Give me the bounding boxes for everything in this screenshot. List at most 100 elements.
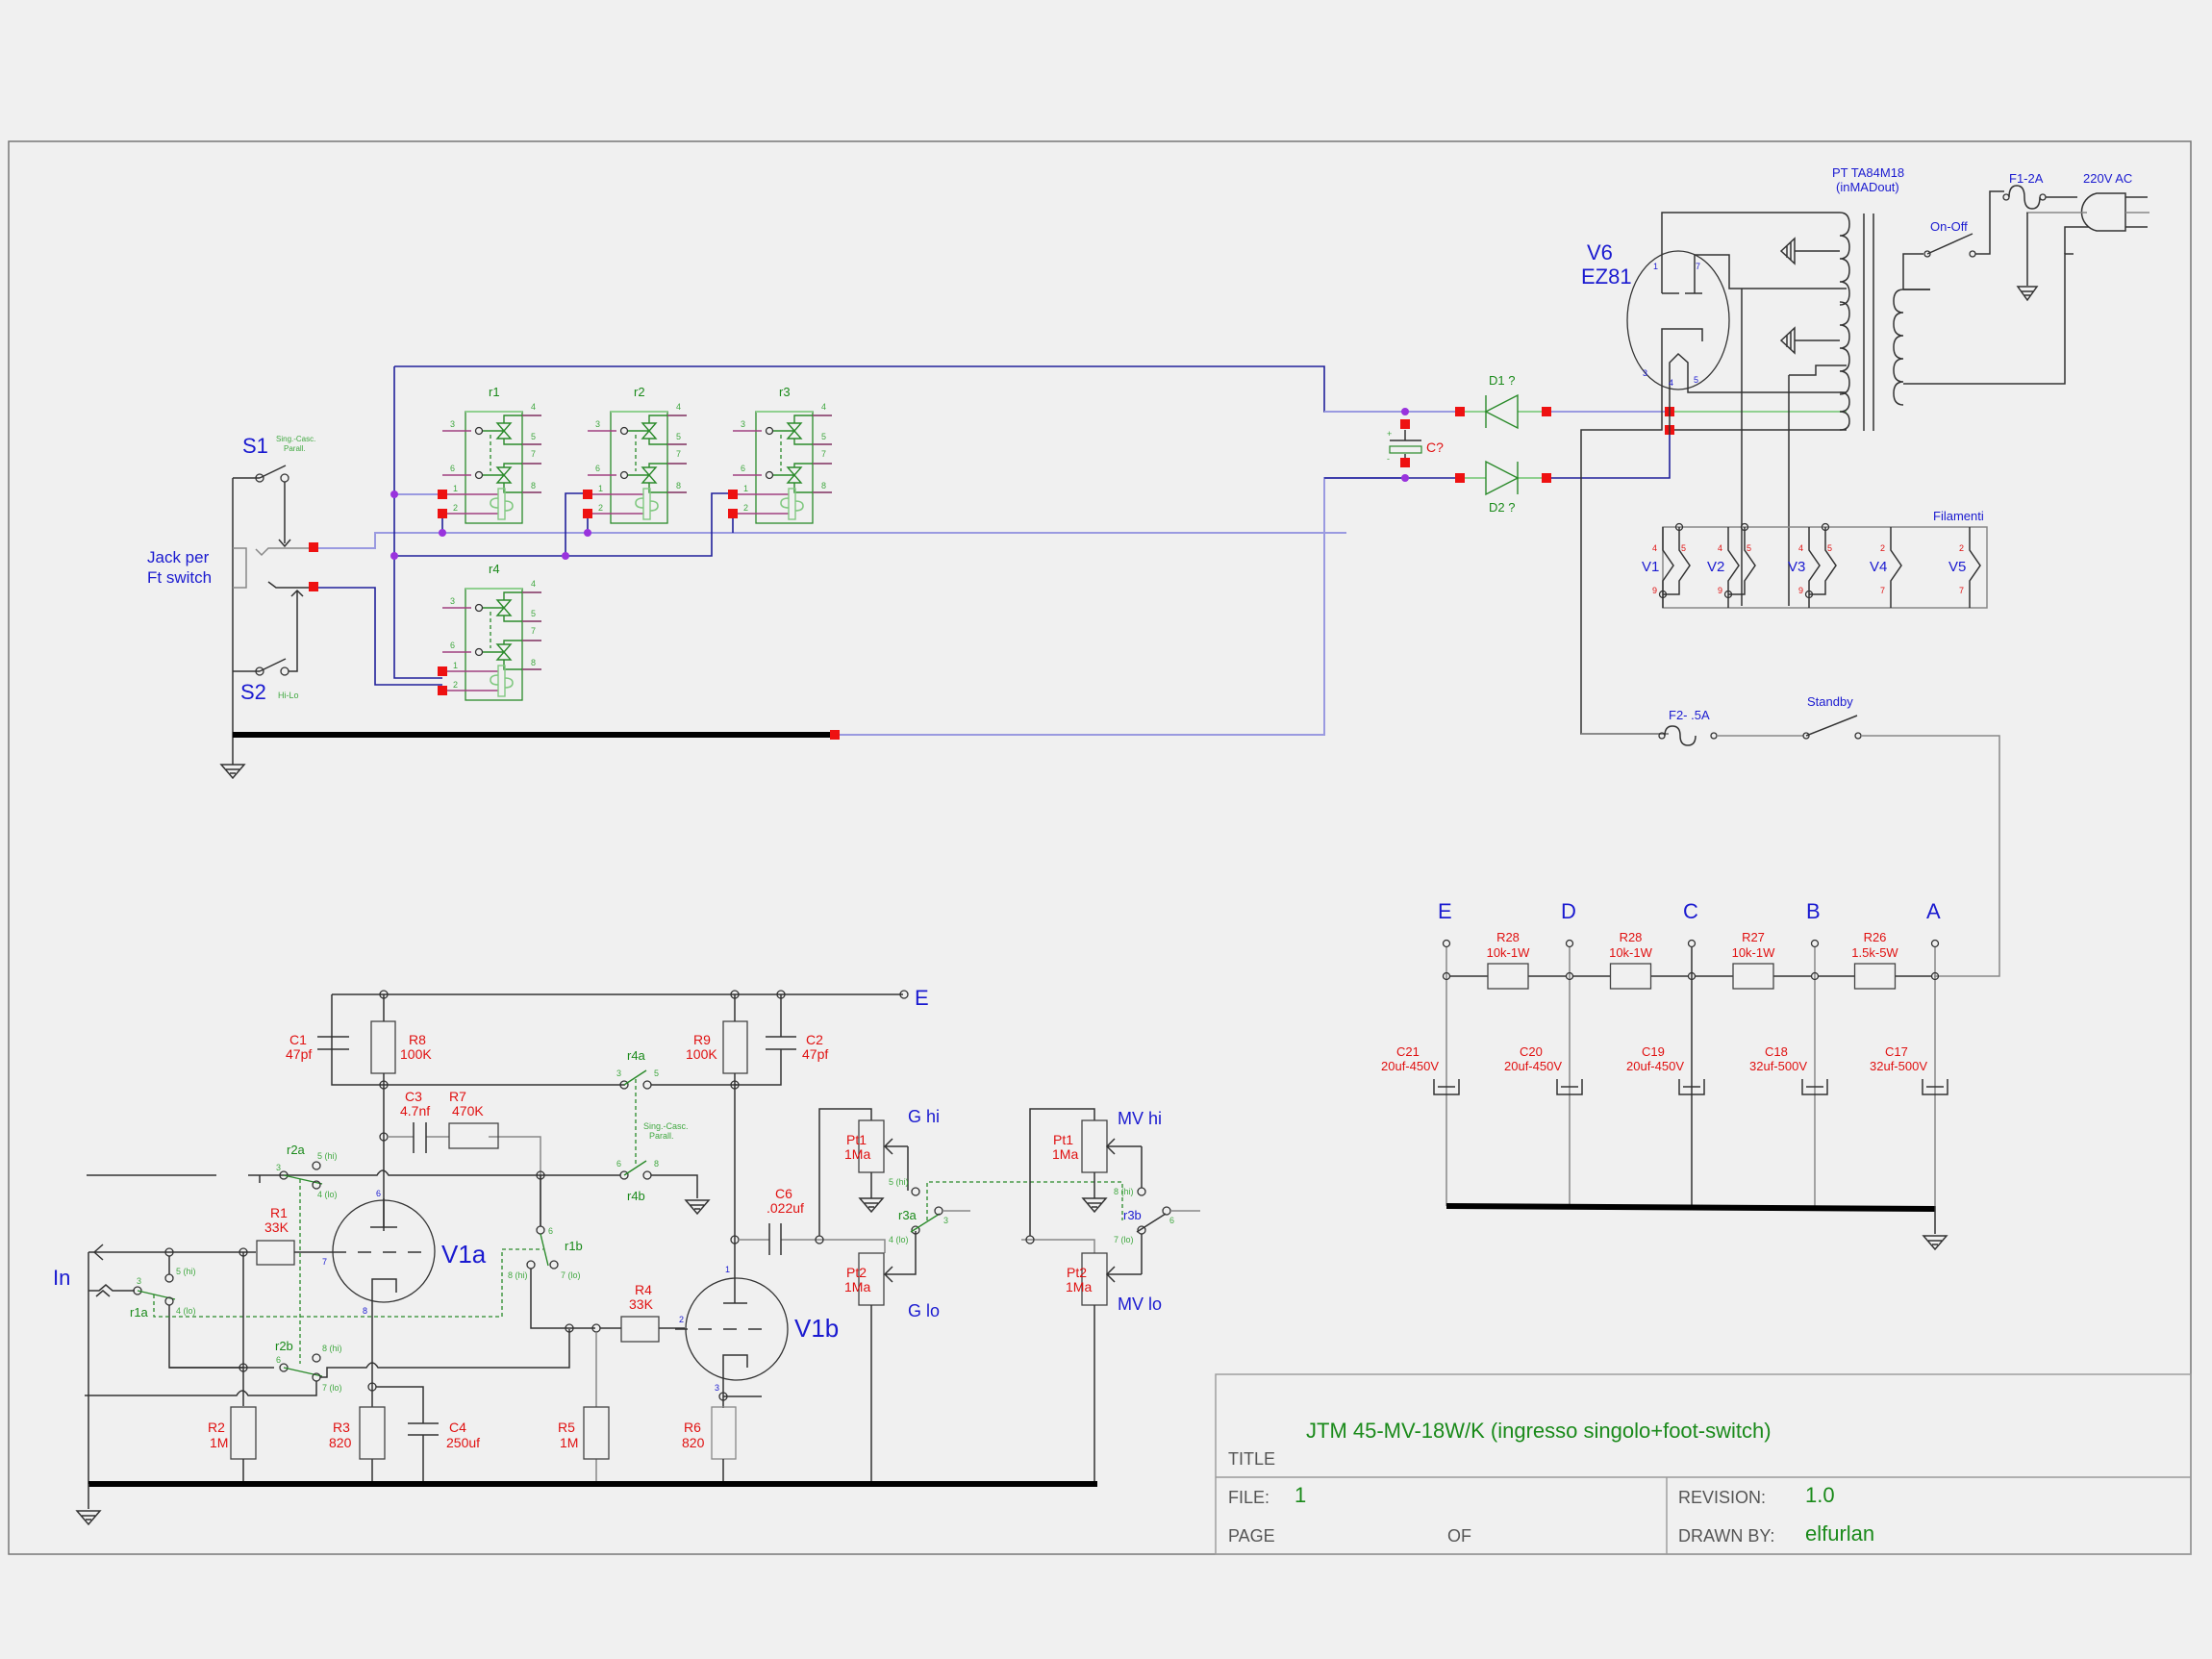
filter-resistor-icon [1609,963,1652,990]
pin-label: 5 (hi) [176,1267,196,1276]
relay-coil-icon [497,488,506,520]
pt2m-value: 1Ma [1066,1279,1092,1295]
electrolytic-capacitor-icon [1678,1079,1705,1095]
cap-minus: - [1387,454,1390,464]
r4a-switch[interactable] [623,1069,647,1086]
r1b-switch[interactable] [540,1233,549,1267]
e-terminal[interactable] [899,990,909,999]
s2-lever[interactable] [259,658,287,672]
switch-contact [619,1080,629,1090]
sheet-border [8,140,2192,1555]
pin-label: 2 [1959,543,1964,553]
relay-switch-icon [483,415,541,445]
page-label: PAGE [1228,1526,1275,1546]
s1-desc2: Parall. [284,444,306,453]
r4-value: 33K [629,1296,654,1312]
r1-ref: R1 [270,1205,288,1220]
resistor-r5-icon [583,1406,610,1460]
capacitor-value: 20uf-450V [1626,1059,1684,1073]
r3a-label: r3a [898,1208,917,1222]
switch-contact [1137,1225,1146,1235]
relay-pin-label: 3 [450,596,455,606]
standby-to-filter-wire [1861,735,2000,977]
s1-lever[interactable] [259,465,287,479]
pin-label: 4 (lo) [176,1306,196,1316]
r8-ref: R8 [409,1032,426,1047]
fuse-contact [1710,732,1718,740]
pin-label: 6 [376,1189,381,1198]
fuse2-label: F2- .5A [1669,708,1710,722]
relay-coil-winding [490,674,514,689]
input-jack-icon[interactable] [88,1244,135,1484]
revision-value: 1.0 [1805,1483,1835,1507]
connector-pad [438,509,447,518]
relay-switch-icon [773,415,832,445]
pin-label: 4 [1669,378,1673,388]
heater-icon [1969,527,1981,608]
junction [1401,474,1409,482]
capacitor-c3-icon [413,1122,427,1153]
terminal-E[interactable] [1442,939,1451,948]
r3b-switch[interactable] [1136,1213,1167,1233]
terminal-A[interactable] [1930,939,1940,948]
potentiometer-pt1-mv-icon[interactable] [1081,1119,1108,1173]
relay-switch-icon [483,463,541,493]
rectifier-ref: V6 [1587,240,1613,264]
r2a-switch[interactable] [283,1174,323,1185]
mv-lo-label: MV lo [1118,1295,1162,1314]
junction [390,490,398,498]
drawing-title: JTM 45-MV-18W/K (ingresso singolo+foot-s… [1306,1419,1772,1443]
relay-pin-label: 2 [598,503,603,513]
r3a-switch[interactable] [910,1213,941,1233]
relay-common-wire [394,492,728,557]
c6-ref: C6 [775,1186,792,1201]
relay-pin-label: 8 [821,481,826,490]
terminal-C[interactable] [1687,939,1697,948]
r4b-switch[interactable] [623,1160,647,1176]
r3-value: 820 [329,1435,352,1450]
pin-label: 3 [276,1163,281,1172]
connector-pad [1542,407,1551,416]
pt2-gain-wiper [870,1231,917,1484]
terminal-D[interactable] [1565,939,1574,948]
c4-ref: C4 [449,1420,466,1435]
on-off-switch[interactable] [1926,233,1973,255]
relay-switch-icon [628,415,687,445]
rectifier-type: EZ81 [1581,264,1632,289]
switch-contact [133,1286,142,1295]
relay-pin-label: 1 [598,484,603,493]
r3-c4-wires [371,1331,439,1484]
fuse1-label: F1-2A [2009,171,2044,186]
heater-label: V1 [1642,559,1659,575]
connector-pad [1400,419,1410,429]
c6-wires [739,1239,886,1253]
terminal-B[interactable] [1810,939,1820,948]
pin-label: 5 [1747,543,1751,553]
r2b-switch[interactable] [283,1367,323,1377]
pin-label: 2 [1880,543,1885,553]
heater-tap [1789,364,1847,376]
node-label: A [1926,899,1941,923]
c3-value: 4.7nf [400,1103,430,1119]
s1-desc: Sing.-Casc. [276,435,315,443]
jack-tip [255,547,313,557]
switch-contact [549,1260,559,1269]
standby-switch[interactable] [1805,715,1858,737]
relay-coil-lead [733,493,789,515]
electrolytic-capacitor-icon [1922,1079,1948,1095]
capacitor-ref: C18 [1765,1044,1788,1059]
cap-plus: + [1387,429,1392,439]
junction [562,552,569,560]
node [1565,971,1574,981]
pin-label: 8 [363,1306,367,1316]
r2b-label: r2b [275,1339,293,1353]
heater-icon [1728,527,1756,595]
revision-label: REVISION: [1678,1488,1766,1507]
node [1442,971,1451,981]
connector-pad [309,582,318,591]
